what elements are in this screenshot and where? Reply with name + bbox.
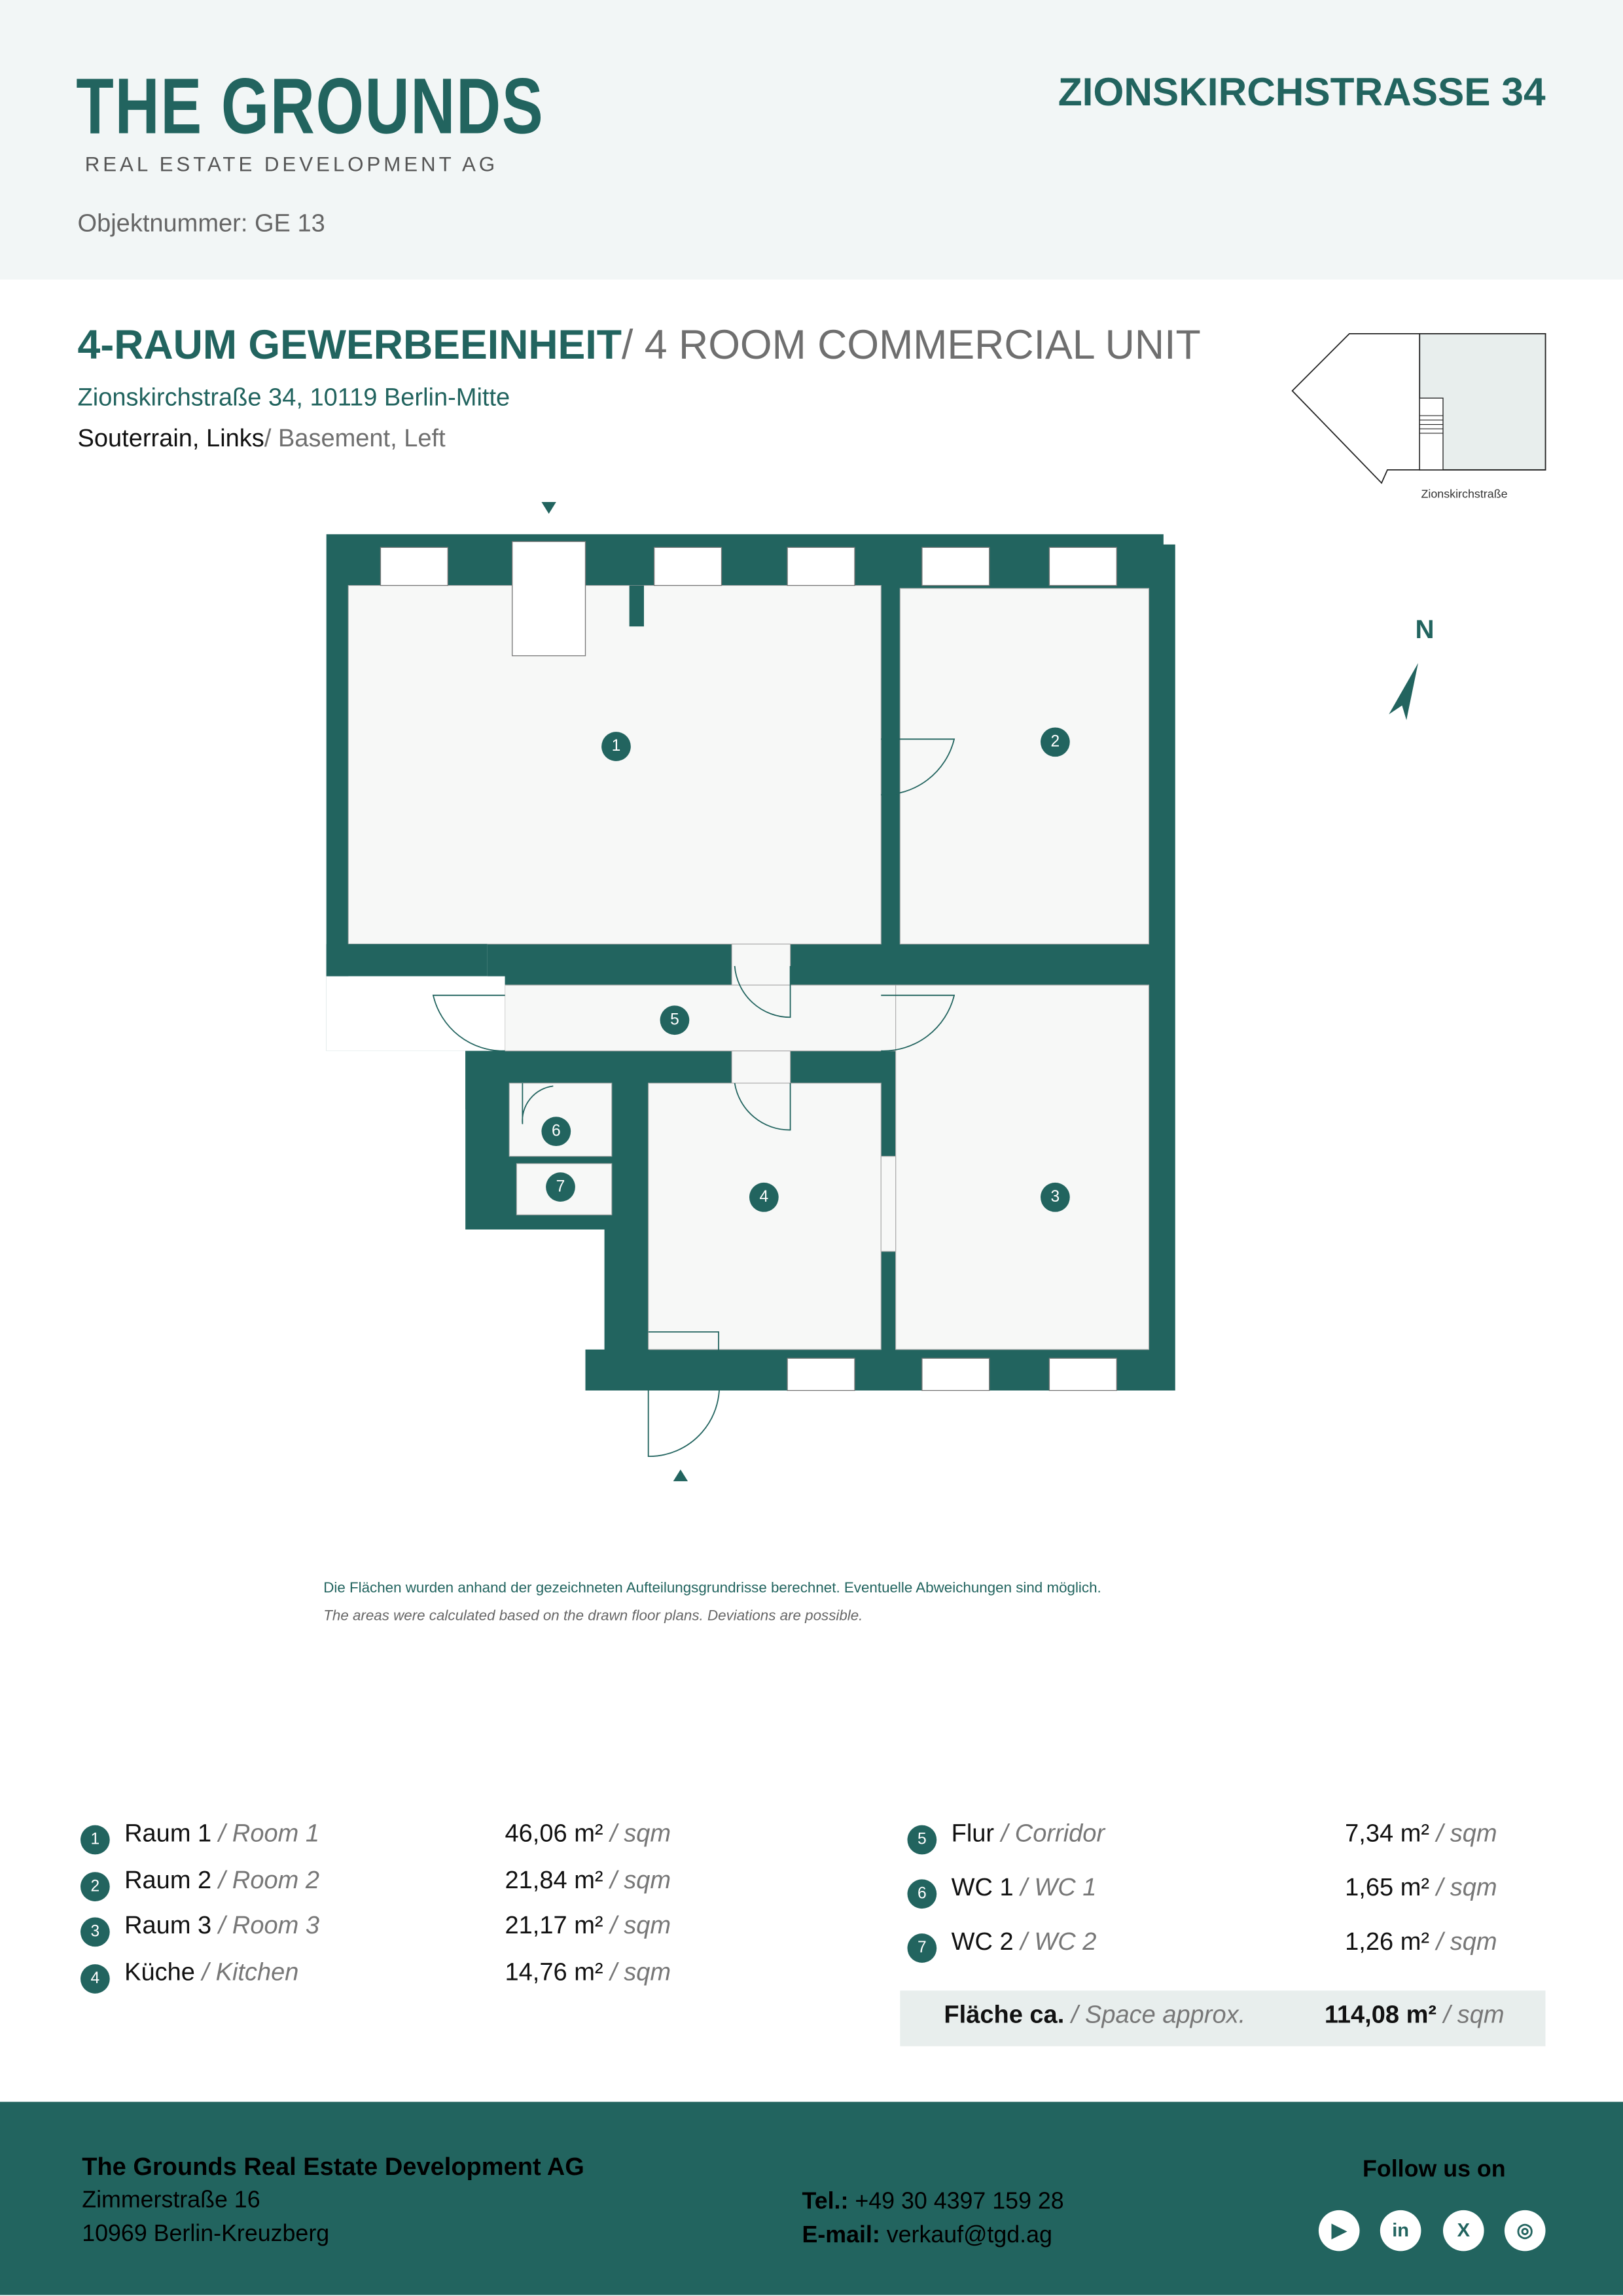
title-de: 4-RAUM GEWERBEEINHEIT — [77, 321, 622, 368]
room-badge: 3 — [80, 1917, 110, 1947]
room-area: 21,17 m² / sqm — [505, 1911, 671, 1940]
phone-link[interactable]: +49 30 4397 159 28 — [855, 2189, 1064, 2215]
object-number: Objektnummer: GE 13 — [77, 209, 325, 238]
footer-email: E-mail: verkauf@tgd.ag — [802, 2223, 1052, 2248]
room-2 — [899, 588, 1150, 944]
room-5-corridor — [504, 984, 901, 1052]
site-plan-street-label: Zionskirchstraße — [1421, 487, 1507, 500]
plan-badge-4: 4 — [749, 1182, 779, 1212]
room-badge: 6 — [907, 1879, 937, 1909]
site-plan: Zionskirchstraße — [1291, 332, 1546, 500]
plan-badge-1: 1 — [601, 732, 631, 761]
logo-subtitle: REAL ESTATE DEVELOPMENT AG — [84, 152, 499, 176]
room-4-kitchen — [648, 1083, 882, 1350]
total-label: Fläche ca. / Space approx. — [944, 2001, 1246, 2029]
room-name: Raum 3 / Room 3 — [124, 1911, 320, 1940]
room-name: Küche / Kitchen — [124, 1958, 299, 1986]
room-area: 14,76 m² / sqm — [505, 1958, 671, 1986]
room-name: Raum 2 / Room 2 — [124, 1866, 320, 1894]
room-badge: 2 — [80, 1872, 110, 1901]
address: Zionskirchstraße 34, 10119 Berlin-Mitte — [77, 383, 510, 412]
floor-de: Souterrain, Links — [77, 424, 264, 453]
page-title: 4-RAUM GEWERBEEINHEIT/ 4 ROOM COMMERCIAL… — [78, 322, 1201, 369]
plan-badge-5: 5 — [660, 1005, 690, 1035]
room-area: 1,26 m² / sqm — [1345, 1928, 1497, 1956]
email-link[interactable]: verkauf@tgd.ag — [886, 2223, 1052, 2248]
footer-phone: Tel.: +49 30 4397 159 28 — [802, 2189, 1064, 2215]
footer-city: 10969 Berlin-Kreuzberg — [82, 2221, 330, 2247]
header — [0, 0, 1623, 280]
entrance-marker-icon — [541, 502, 556, 514]
title-en: / 4 ROOM COMMERCIAL UNIT — [621, 321, 1201, 368]
room-name: Raum 1 / Room 1 — [124, 1819, 320, 1848]
floor-en: / Basement, Left — [264, 424, 446, 453]
logo: THE GROUNDS — [76, 63, 544, 151]
room-badge: 4 — [80, 1964, 110, 1994]
footer-street: Zimmerstraße 16 — [82, 2188, 260, 2214]
room-badge: 5 — [907, 1825, 937, 1855]
youtube-icon[interactable]: ▶ — [1318, 2210, 1360, 2251]
room-name: Flur / Corridor — [951, 1819, 1105, 1848]
compass-arrow-icon — [1389, 663, 1418, 721]
floor-plan — [326, 502, 1175, 1482]
plan-badge-2: 2 — [1041, 727, 1070, 757]
plan-badge-3: 3 — [1041, 1182, 1070, 1212]
compass-north-label: N — [1415, 615, 1435, 644]
room-area: 1,65 m² / sqm — [1345, 1873, 1497, 1901]
room-badge: 7 — [907, 1933, 937, 1963]
room-1 — [348, 584, 882, 944]
linkedin-icon[interactable]: in — [1380, 2210, 1421, 2251]
room-name: WC 1 / WC 1 — [951, 1873, 1097, 1901]
total-area-box — [900, 1990, 1546, 2047]
instagram-icon[interactable]: ◎ — [1504, 2210, 1546, 2251]
footer — [0, 2102, 1623, 2295]
footer-company: The Grounds Real Estate Development AG — [82, 2153, 584, 2181]
room-area: 46,06 m² / sqm — [505, 1819, 671, 1848]
room-area: 7,34 m² / sqm — [1345, 1819, 1497, 1848]
street-title: ZIONSKIRCHSTRASSE 34 — [1058, 70, 1546, 115]
disclaimer-de: Die Flächen wurden anhand der gezeichnet… — [323, 1581, 1101, 1597]
room-badge: 1 — [80, 1825, 110, 1855]
total-area: 114,08 m² / sqm — [1324, 2001, 1505, 2029]
xing-icon[interactable]: X — [1442, 2210, 1484, 2251]
floor-location: Souterrain, Links/ Basement, Left — [78, 425, 446, 454]
entrance-marker-icon — [673, 1469, 688, 1482]
room-3 — [895, 984, 1150, 1350]
room-name: WC 2 / WC 2 — [951, 1928, 1097, 1956]
disclaimer-en: The areas were calculated based on the d… — [323, 1608, 863, 1625]
plan-badge-6: 6 — [541, 1117, 571, 1147]
follow-label: Follow us on — [1362, 2157, 1506, 2183]
room-area: 21,84 m² / sqm — [505, 1866, 671, 1894]
plan-badge-7: 7 — [546, 1172, 575, 1202]
